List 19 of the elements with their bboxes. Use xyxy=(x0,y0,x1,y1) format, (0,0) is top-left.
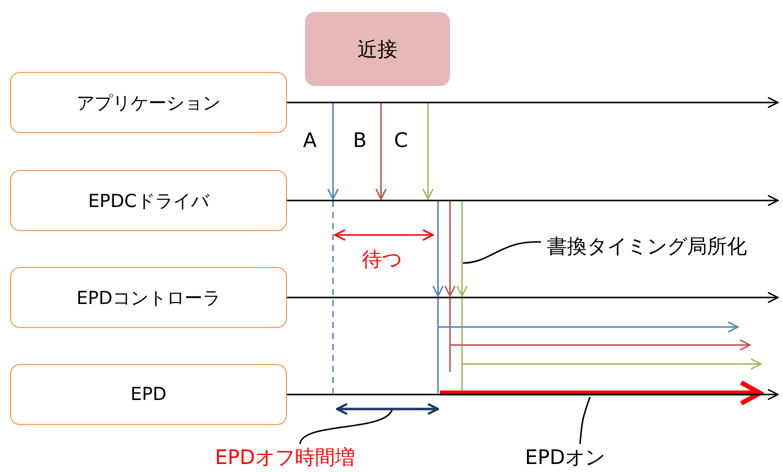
lifeline-arrow xyxy=(287,194,779,206)
label-text: 待つ xyxy=(362,246,402,273)
note-text: 書換タイミング局所化 xyxy=(542,230,752,262)
lifeline-box: EPD xyxy=(10,364,287,425)
note-text: EPDオフ時間増 xyxy=(200,443,370,471)
lifeline-box: アプリケーション xyxy=(10,72,287,133)
lifeline-arrow xyxy=(287,292,779,304)
leader-line xyxy=(579,396,591,444)
lifeline-box: EPDCドライバ xyxy=(10,170,287,231)
label-text: B xyxy=(353,128,367,152)
lifeline-box: EPDコントローラ xyxy=(10,267,287,328)
label-text: C xyxy=(394,128,408,152)
label-text: A xyxy=(303,128,317,152)
lifeline-arrow xyxy=(287,96,779,108)
leader-line xyxy=(462,241,541,264)
note-text: EPDオン xyxy=(505,443,625,471)
lifeline-arrow xyxy=(287,388,779,400)
leader-line xyxy=(299,410,393,444)
event-box: 近接 xyxy=(305,12,450,86)
